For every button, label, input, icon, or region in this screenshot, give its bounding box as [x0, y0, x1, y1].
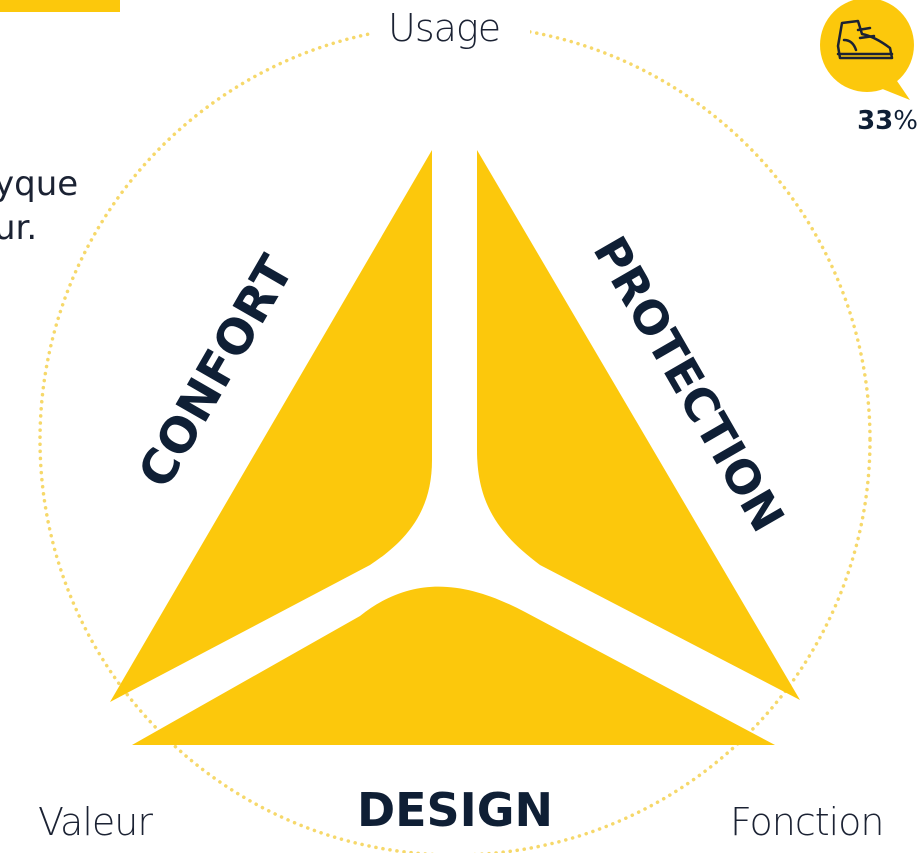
- valeur-label-gap: [20, 785, 180, 853]
- side-text-line-2: ur.: [0, 208, 38, 248]
- shoe-icon: [836, 19, 894, 60]
- percentage-number: 33: [857, 106, 894, 136]
- usage-label: Usage: [388, 6, 501, 50]
- valeur-label: Valeur: [38, 800, 153, 844]
- percentage-unit: %: [893, 106, 918, 136]
- usage-label-gap: [372, 6, 530, 58]
- percentage-value: 33%: [857, 106, 918, 136]
- dotted-circle: [38, 23, 872, 853]
- segment-design: [132, 586, 775, 745]
- shoe-badge: [820, 0, 914, 100]
- badge-pointer: [880, 78, 910, 100]
- top-left-accent-bar: [0, 0, 120, 12]
- badge-circle: [820, 0, 914, 92]
- side-text-line-1: yque: [0, 164, 79, 204]
- design-label: DESIGN: [357, 783, 553, 837]
- fonction-label-gap: [720, 785, 918, 853]
- segment-protection: [477, 150, 800, 700]
- segment-confort: [110, 150, 432, 702]
- fonction-label: Fonction: [730, 800, 885, 844]
- side-text: yque ur.: [0, 162, 78, 250]
